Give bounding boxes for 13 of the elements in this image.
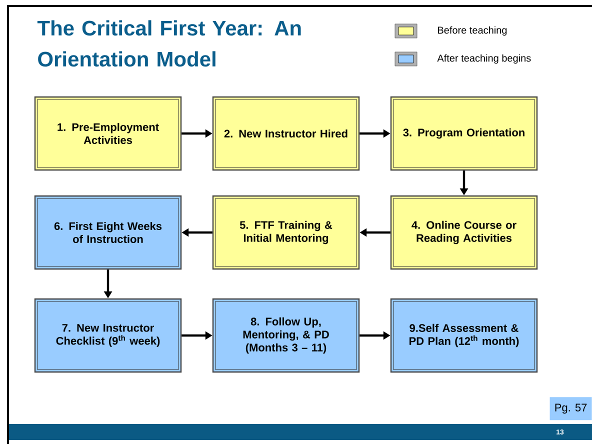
process-box: 2. New Instructor Hired xyxy=(212,96,360,171)
process-box: 1. Pre-Employment Activities xyxy=(34,96,182,171)
legend-text: After teaching begins xyxy=(437,54,531,64)
process-box: 9.Self Assessment & PD Plan (12$^{th}$ month) xyxy=(390,298,538,373)
process-box: 5. FTF Training & Initial Mentoring xyxy=(212,195,360,270)
process-box: 7. New Instructor Checklist (9$^{th}$ week) xyxy=(34,298,182,373)
page-tag: Pg. 57 xyxy=(550,397,592,420)
process-box: 3. Program Orientation xyxy=(390,96,538,171)
process-box: 6. First Eight Weeks of Instruction xyxy=(34,195,182,270)
process-box: 8. Follow Up, Mentoring, & PD (Months 3 – 11) xyxy=(212,298,360,373)
process-box: 4. Online Course or Reading Activities xyxy=(390,195,538,270)
legend-text: Before teaching xyxy=(438,26,507,36)
title: The Critical First Year: An Orientation Model xyxy=(37,20,301,67)
